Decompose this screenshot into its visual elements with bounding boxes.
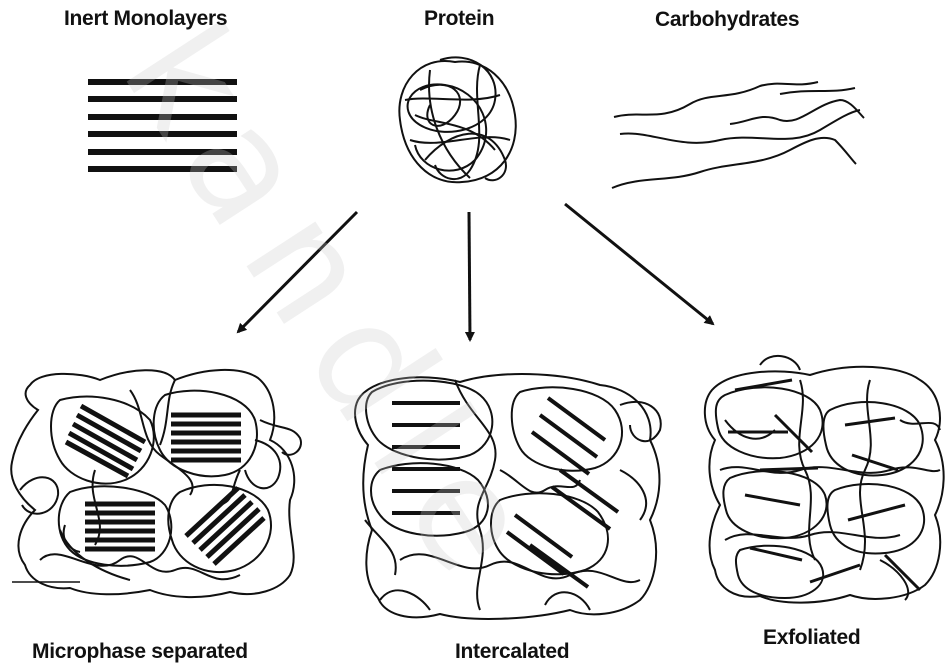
label-exfoliated: Exfoliated (763, 626, 860, 650)
arrow-to-microphase (238, 212, 357, 332)
arrow-to-exfoliated (565, 204, 713, 324)
inert-monolayers-stack (88, 82, 237, 169)
microphase-separated-structure (11, 370, 301, 597)
carbohydrate-strands (612, 82, 864, 188)
label-protein: Protein (424, 7, 494, 31)
label-inert-monolayers: Inert Monolayers (64, 7, 227, 31)
label-carbohydrates: Carbohydrates (655, 8, 799, 32)
exfoliated-structure (705, 356, 944, 603)
arrows (238, 204, 713, 340)
protein-coil (399, 57, 515, 182)
intercalated-structure (355, 374, 661, 619)
arrow-to-intercalated (469, 212, 470, 340)
label-microphase-separated: Microphase separated (32, 640, 248, 664)
label-intercalated: Intercalated (455, 640, 569, 664)
